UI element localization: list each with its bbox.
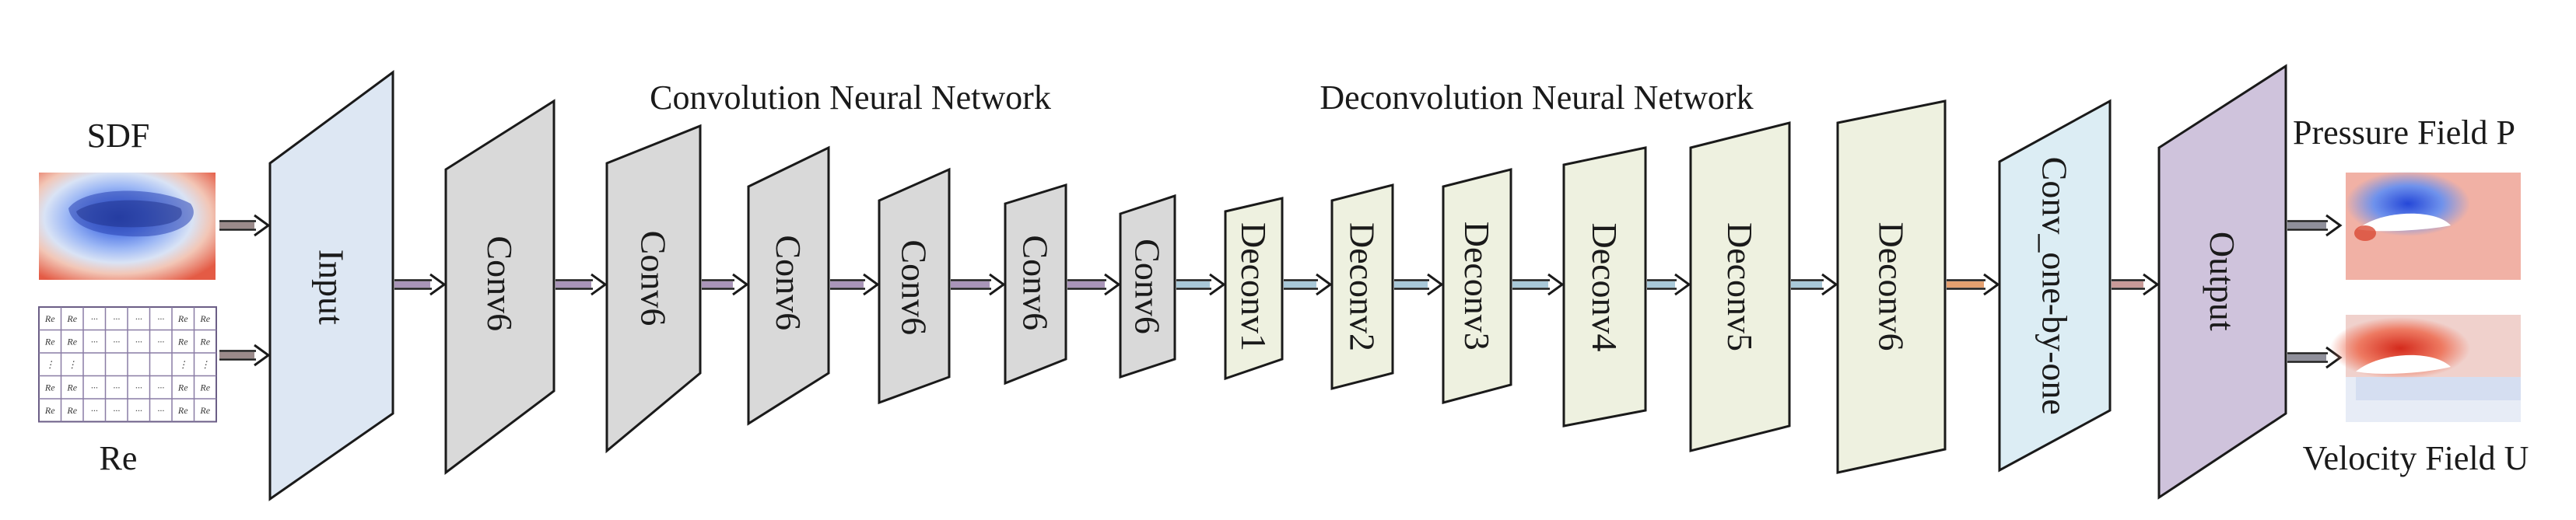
re-cell: Re bbox=[177, 336, 188, 347]
arrow-layer-8-to-9 bbox=[1284, 273, 1333, 296]
arrow-layer-3-to-4 bbox=[702, 273, 749, 296]
re-cell: ··· bbox=[135, 382, 142, 393]
arrow-layer-9-to-10 bbox=[1394, 273, 1444, 296]
re-cell: Re bbox=[199, 336, 210, 347]
layer-13-block bbox=[1836, 99, 1947, 474]
re-cell: ··· bbox=[91, 382, 98, 393]
re-cell: ··· bbox=[91, 336, 98, 347]
layer-3-label: Conv6 bbox=[634, 231, 674, 326]
layer-14-block bbox=[1998, 99, 2112, 473]
layer-1-block bbox=[268, 70, 394, 501]
re-cell: ··· bbox=[91, 313, 98, 324]
layer-7-block bbox=[1119, 194, 1176, 379]
re-cell: ··· bbox=[135, 336, 142, 347]
layer-6-label: Conv6 bbox=[1016, 235, 1056, 330]
pressure-field-label: Pressure Field P bbox=[2293, 113, 2515, 152]
re-cell: Re bbox=[44, 336, 55, 347]
arrow-layer-6-to-7 bbox=[1067, 273, 1121, 296]
layer-4-block bbox=[747, 145, 830, 426]
layer-1-label: Input bbox=[312, 250, 352, 325]
re-cell: Re bbox=[199, 405, 210, 416]
layer-11-block bbox=[1562, 146, 1647, 428]
sdf-field-image bbox=[39, 173, 216, 280]
re-cell: ··· bbox=[157, 405, 164, 416]
arrow-to-pressure bbox=[2287, 214, 2343, 237]
layer-11-label: Deconv4 bbox=[1585, 222, 1624, 351]
arrow-layer-7-to-8 bbox=[1176, 273, 1226, 296]
layer-12-label: Deconv5 bbox=[1720, 222, 1760, 351]
arrow-layer-2-to-3 bbox=[556, 273, 608, 296]
encoder-title: Convolution Neural Network bbox=[650, 79, 1051, 117]
arrow-layer-4-to-5 bbox=[830, 273, 880, 296]
pressure-field-image bbox=[2346, 171, 2521, 280]
re-cell: Re bbox=[177, 313, 188, 324]
layer-8-block bbox=[1224, 197, 1284, 381]
re-cell: Re bbox=[177, 382, 188, 393]
decoder-title: Deconvolution Neural Network bbox=[1320, 79, 1753, 117]
re-label: Re bbox=[100, 439, 138, 477]
velocity-field-label: Velocity Field U bbox=[2303, 439, 2529, 477]
layer-6-block bbox=[1004, 183, 1067, 386]
arrow-layer-10-to-11 bbox=[1512, 273, 1565, 296]
re-cell: ··· bbox=[157, 313, 164, 324]
re-cell: ··· bbox=[113, 336, 120, 347]
layer-14-label: Conv_one-by-one bbox=[2035, 157, 2075, 415]
layer-9-block bbox=[1330, 183, 1394, 390]
re-cell: ⋮ bbox=[178, 359, 188, 370]
re-cell: Re bbox=[66, 382, 77, 393]
re-cell: Re bbox=[44, 313, 55, 324]
layer-15-label: Output bbox=[2203, 232, 2242, 331]
layer-10-label: Deconv3 bbox=[1457, 222, 1497, 351]
arrow-layer-5-to-6 bbox=[951, 273, 1006, 296]
arrow-group bbox=[219, 214, 2343, 369]
re-cell: ⋮ bbox=[201, 359, 210, 370]
arrow-layer-1-to-2 bbox=[394, 273, 447, 296]
layer-13-label: Deconv6 bbox=[1872, 222, 1912, 351]
layer-4-label: Conv6 bbox=[769, 235, 808, 330]
re-cell: Re bbox=[199, 382, 210, 393]
arrow-sdf-to-input bbox=[219, 214, 271, 237]
re-cell: ⋮ bbox=[68, 359, 77, 370]
layer-2-block bbox=[444, 99, 556, 476]
re-cell: ⋮ bbox=[45, 359, 54, 370]
layer-15-block bbox=[2157, 64, 2287, 500]
arrow-layer-14-to-15 bbox=[2112, 273, 2160, 296]
re-cell: ··· bbox=[135, 405, 142, 416]
arrow-layer-12-to-13 bbox=[1791, 273, 1838, 296]
layer-12-block bbox=[1689, 121, 1791, 452]
layer-2-label: Conv6 bbox=[480, 236, 520, 331]
re-cell: ··· bbox=[113, 405, 120, 416]
re-cell: ··· bbox=[113, 382, 120, 393]
re-cell: Re bbox=[199, 313, 210, 324]
layer-10-block bbox=[1442, 168, 1512, 404]
re-cell: ··· bbox=[113, 313, 120, 324]
layer-3-block bbox=[605, 124, 702, 454]
re-cell: Re bbox=[44, 382, 55, 393]
layer-5-block bbox=[878, 167, 951, 405]
re-cell: Re bbox=[44, 405, 55, 416]
layer-7-label: Conv6 bbox=[1128, 239, 1168, 334]
re-cell: Re bbox=[66, 336, 77, 347]
re-cell: Re bbox=[177, 405, 188, 416]
re-cell: ··· bbox=[157, 382, 164, 393]
re-cell: ··· bbox=[91, 405, 98, 416]
re-cell: Re bbox=[66, 405, 77, 416]
layer-5-label: Conv6 bbox=[895, 239, 934, 335]
re-cell: ··· bbox=[135, 313, 142, 324]
re-cell: Re bbox=[66, 313, 77, 324]
re-cell: ··· bbox=[157, 336, 164, 347]
velocity-field-image bbox=[2330, 315, 2521, 422]
layer-group: Input Conv6 Conv6 Conv6 Conv6 Conv6 Conv6 Decon… bbox=[268, 64, 2287, 501]
arrow-layer-11-to-12 bbox=[1647, 273, 1691, 296]
arrow-re-to-input bbox=[219, 344, 271, 367]
sdf-label: SDF bbox=[87, 117, 150, 155]
arrow-layer-13-to-14 bbox=[1947, 273, 2000, 296]
layer-9-label: Deconv2 bbox=[1343, 222, 1383, 351]
layer-8-label: Deconv1 bbox=[1234, 222, 1274, 351]
